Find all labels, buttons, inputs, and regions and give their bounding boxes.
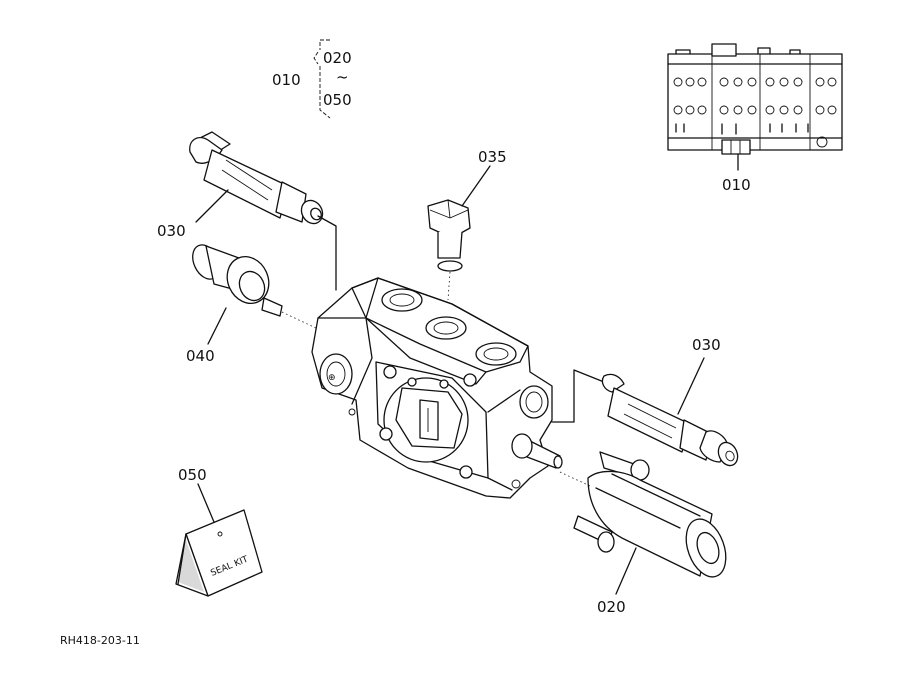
relief-valve-right: 030 (551, 336, 739, 467)
solenoid-callout: 020 (597, 598, 626, 616)
group-range-start: 020 (323, 49, 352, 67)
drawing-code: RH418-203-11 (60, 634, 140, 647)
body-port-mark: ⊕ (328, 373, 336, 383)
group-range-end: 050 (323, 91, 352, 109)
relief-valve-right-callout: 030 (692, 336, 721, 354)
relief-valve-left: 030 (157, 131, 337, 291)
group-bracket (313, 39, 331, 119)
plug: 035 (427, 148, 507, 301)
seal-kit: 050 SEAL KIT (175, 466, 263, 597)
group-label: 010 020 ~ 050 (272, 39, 352, 119)
group-code: 010 (272, 71, 301, 89)
inlet-fitting-callout: 040 (186, 347, 215, 365)
inset-callout: 010 (722, 176, 751, 194)
group-range-sep: ~ (336, 68, 349, 86)
plug-callout: 035 (478, 148, 507, 166)
inlet-fitting: 040 (186, 244, 321, 365)
relief-valve-left-callout: 030 (157, 222, 186, 240)
seal-kit-callout: 050 (178, 466, 207, 484)
valve-body: ⊕ (311, 277, 563, 499)
solenoid: 020 (559, 451, 727, 616)
inset-assembly: 010 (667, 43, 843, 194)
